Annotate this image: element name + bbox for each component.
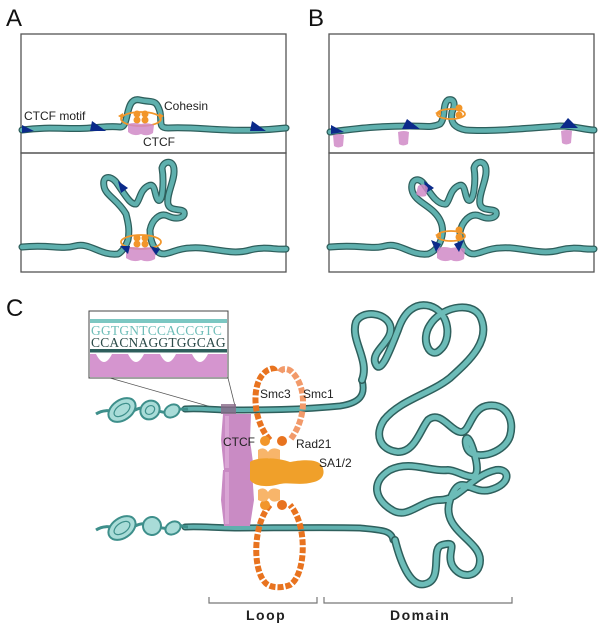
chromatin-domain xyxy=(350,301,516,589)
panel-c-letter: C xyxy=(6,295,23,322)
ctcf-motif-icon xyxy=(560,118,578,128)
ctcf-protein-icon xyxy=(416,184,428,197)
nucleosome-icon xyxy=(107,515,137,541)
sa-label: SA1/2 xyxy=(319,456,352,470)
panel-b: B xyxy=(308,5,598,273)
lower-chromatin-fiber xyxy=(181,523,397,544)
sequence-inset: GGTGNTCCACCGTC CCACNAGGTGGCAG xyxy=(88,310,237,411)
nucleosome-cluster-upper xyxy=(95,397,189,423)
nucleosome-icon xyxy=(139,399,161,421)
ctcf-protein-icon xyxy=(398,131,409,146)
nucleosome-icon xyxy=(107,397,137,423)
panel-a-top-dna xyxy=(18,96,290,134)
cohesin-label: Cohesin xyxy=(164,99,208,113)
ctcf-protein-icon xyxy=(221,404,254,526)
ctcf-protein-icon xyxy=(128,123,154,136)
ctcf-protein-icon xyxy=(126,247,156,262)
ctcf-motif-icon xyxy=(331,125,344,134)
ctcf-motif-icon xyxy=(22,125,34,133)
ctcf-label: CTCF xyxy=(223,435,255,449)
panel-a-bottom-dna xyxy=(18,158,290,258)
panel-b-bottom-frame xyxy=(328,152,595,273)
loop-label: Loop xyxy=(246,607,286,623)
ctcf-motif-icon xyxy=(120,246,130,254)
ctcf-motif-icon xyxy=(454,240,464,252)
cohesin-ring-icon xyxy=(250,365,324,591)
panel-b-letter: B xyxy=(308,5,324,32)
panel-c: C GGTGNTCCACCGTC CCACNAGGTGGCAG xyxy=(6,295,516,623)
sequence-bottom-strand: CCACNAGGTGGCAG xyxy=(91,335,226,350)
panel-b-top-frame xyxy=(328,33,595,154)
ctcf-motif-label: CTCF motif xyxy=(24,109,86,123)
domain-bracket xyxy=(323,597,513,604)
ctcf-protein-icon xyxy=(561,130,572,145)
ctcf-motif-icon xyxy=(90,121,106,131)
cohesin-icon xyxy=(435,104,466,120)
nucleosome-icon xyxy=(142,516,162,536)
upper-chromatin-fiber xyxy=(181,376,367,414)
smc1-label: Smc1 xyxy=(303,387,334,401)
panel-b-bottom-dna xyxy=(326,158,598,258)
nucleosome-icon xyxy=(164,520,182,536)
sequence-top-strand: GGTGNTCCACCGTC xyxy=(91,323,222,338)
ctcf-motif-icon xyxy=(118,181,128,193)
panel-a: A CTCF motif Cohesin CTCF xyxy=(6,5,290,273)
nucleosome-icon xyxy=(163,403,181,419)
ctcf-motif-icon xyxy=(402,119,420,129)
rad21-label: Rad21 xyxy=(296,437,332,451)
smc3-label: Smc3 xyxy=(260,387,291,401)
ctcf-label: CTCF xyxy=(143,135,175,149)
domain-label: Domain xyxy=(390,607,450,623)
ctcf-motif-icon xyxy=(250,121,266,131)
ctcf-motif-icon xyxy=(431,240,441,252)
cohesin-icon xyxy=(120,234,162,250)
ctcf-motif-with-protein xyxy=(331,118,578,148)
cohesin-icon xyxy=(435,226,466,242)
ctcf-motif-icon xyxy=(150,246,160,255)
nucleosome-cluster-lower xyxy=(95,515,189,541)
loop-bracket xyxy=(208,597,318,604)
panel-a-letter: A xyxy=(6,5,22,32)
ctcf-protein-icon xyxy=(437,247,465,262)
panel-a-bottom-frame xyxy=(20,152,287,273)
ctcf-protein-icon xyxy=(333,134,344,148)
